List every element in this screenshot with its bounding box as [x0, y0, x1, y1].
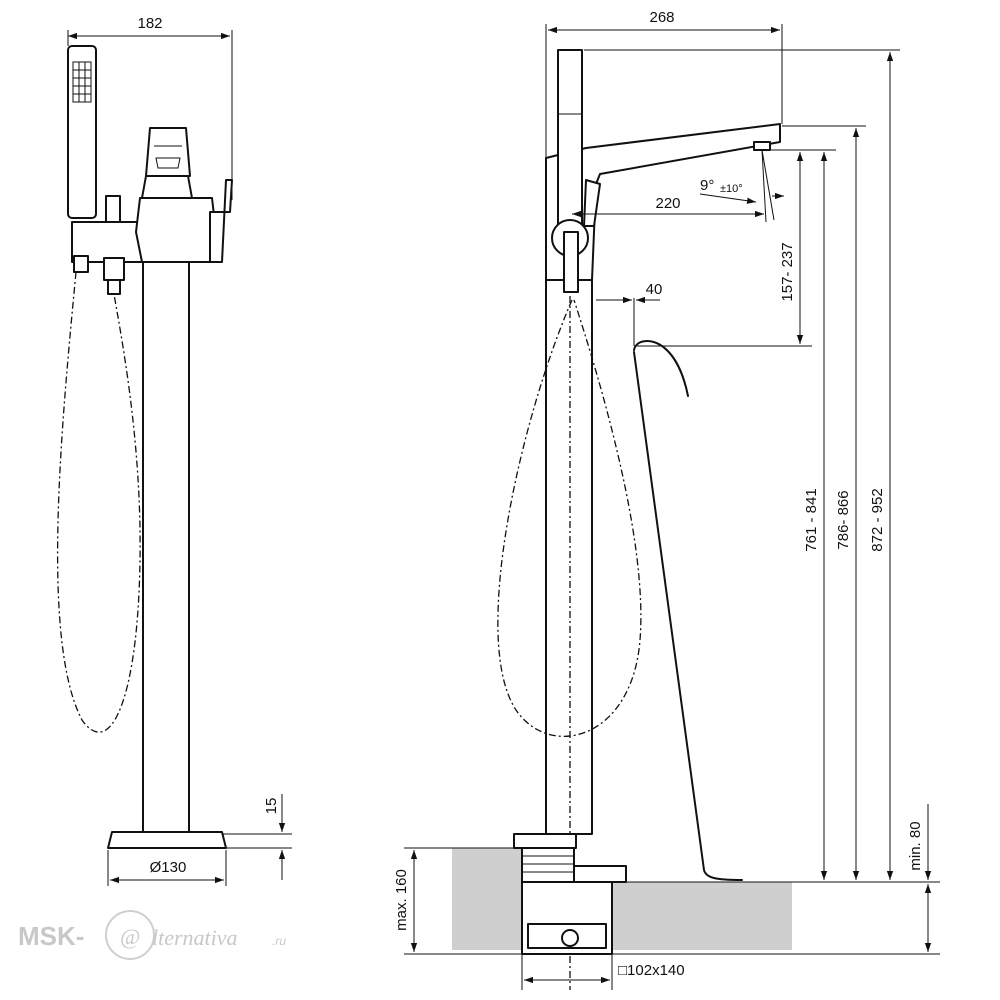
dim-spout-reach-label: 220 — [655, 195, 680, 212]
dim-height-3: 872 - 952 — [584, 49, 900, 880]
dim-spout-angle-label: 9° — [700, 177, 714, 194]
dim-base-diameter-label: Ø130 — [150, 859, 187, 876]
lever-handle — [145, 127, 191, 177]
dim-height-2-label: 786- 866 — [835, 490, 852, 549]
hose-connector — [103, 257, 125, 281]
floor-section-left — [452, 848, 524, 950]
dim-min-depth: min. 80 — [612, 804, 940, 955]
side-base-plate — [513, 833, 577, 849]
front-column — [142, 257, 190, 835]
dim-front-width: 182 — [67, 15, 233, 200]
front-base-plate — [107, 831, 227, 849]
shower-nozzle-grid — [72, 61, 92, 103]
watermark-prefix: MSK- — [18, 921, 84, 951]
bathtub-rim — [633, 340, 689, 397]
dim-min-depth-label: min. 80 — [907, 821, 924, 870]
holder-connector — [563, 231, 579, 293]
dim-height-3-label: 872 - 952 — [869, 488, 886, 551]
hose-nut — [107, 279, 121, 295]
watermark-suffix: lternativa — [152, 925, 238, 950]
spout-body — [545, 123, 781, 281]
side-column — [545, 277, 593, 835]
dim-spout-reach: 220 — [572, 149, 767, 223]
dim-height-1: 761 - 841 — [776, 149, 836, 880]
front-view: 182 Ø130 15 — [56, 15, 292, 886]
side-view: 268 220 9° ±10° 157- 237 40 — [393, 9, 940, 990]
watermark-domain: .ru — [272, 934, 286, 948]
dim-side-width-label: 268 — [649, 9, 674, 26]
dim-spout-angle-tol: ±10° — [720, 183, 743, 195]
dim-front-width-label: 182 — [137, 15, 162, 32]
dim-base-diameter: Ø130 — [107, 850, 227, 886]
dim-side-width: 268 — [545, 9, 783, 160]
watermark-at: @ — [120, 924, 140, 949]
hand-shower — [67, 45, 97, 219]
sleeve-flange — [573, 865, 627, 883]
holder-stub — [73, 255, 89, 273]
dim-tub-offset: 40 — [596, 281, 662, 346]
dim-base-height-label: 15 — [263, 798, 280, 815]
dim-box-size: □102x140 — [521, 954, 685, 990]
sleeve-ribs — [522, 855, 574, 873]
front-hose — [56, 271, 141, 733]
floor-section-right — [612, 882, 792, 950]
dim-base-height: 15 — [222, 794, 292, 880]
dim-tub-offset-label: 40 — [646, 281, 663, 298]
cartridge — [141, 175, 193, 199]
watermark-logo: MSK- @ lternativa .ru — [18, 910, 286, 960]
box-valve — [561, 929, 579, 947]
side-lever-profile — [583, 179, 601, 227]
side-lever — [209, 179, 233, 263]
dim-max-depth-label: max. 160 — [393, 869, 410, 931]
bathtub-wall — [633, 351, 743, 881]
dim-height-2: 786- 866 — [782, 125, 866, 880]
installation-sleeve — [521, 847, 575, 883]
side-hose — [497, 299, 642, 737]
dim-box-size-label: □102x140 — [618, 962, 685, 979]
diverter-knob — [105, 195, 121, 223]
dim-outlet-range: 157- 237 — [634, 149, 812, 347]
watermark-ring — [105, 910, 155, 960]
aerator — [753, 141, 771, 151]
dim-height-1-label: 761 - 841 — [803, 488, 820, 551]
dim-max-depth: max. 160 — [393, 847, 522, 955]
dim-outlet-range-label: 157- 237 — [779, 242, 796, 301]
mixer-body — [135, 197, 217, 263]
dim-spout-angle: 9° ±10° — [699, 149, 775, 221]
side-hand-shower — [557, 49, 583, 231]
